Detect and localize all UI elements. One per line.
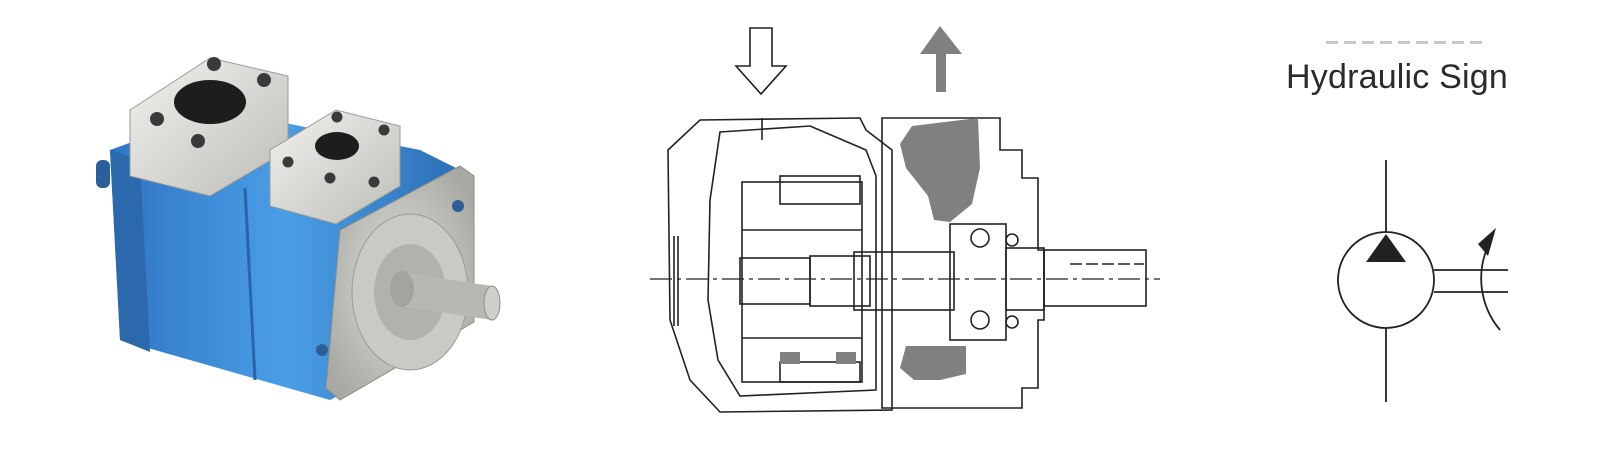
hydraulic-symbol-panel: Hydraulic Sign — [1260, 0, 1600, 459]
pump-direction-triangle — [1366, 234, 1406, 262]
outlet-arrow-icon — [920, 26, 962, 92]
drive-shaft — [400, 272, 492, 320]
inlet-arrow-icon — [734, 27, 788, 96]
pressure-passage-bottom — [900, 346, 966, 380]
pump-symbol-icon — [1337, 160, 1508, 402]
vane-pump-illustration — [96, 57, 501, 401]
outlet-flange — [269, 109, 401, 225]
vane-pump-photo — [40, 0, 560, 459]
cross-section-drawing — [650, 26, 1160, 413]
pressure-passage-top — [900, 118, 980, 222]
rotation-arrow-icon — [1480, 241, 1501, 331]
pump-cross-section — [630, 0, 1190, 459]
hydraulic-sign-title: Hydraulic Sign — [1286, 58, 1509, 96]
cropped-heading-fragment — [1326, 38, 1486, 46]
